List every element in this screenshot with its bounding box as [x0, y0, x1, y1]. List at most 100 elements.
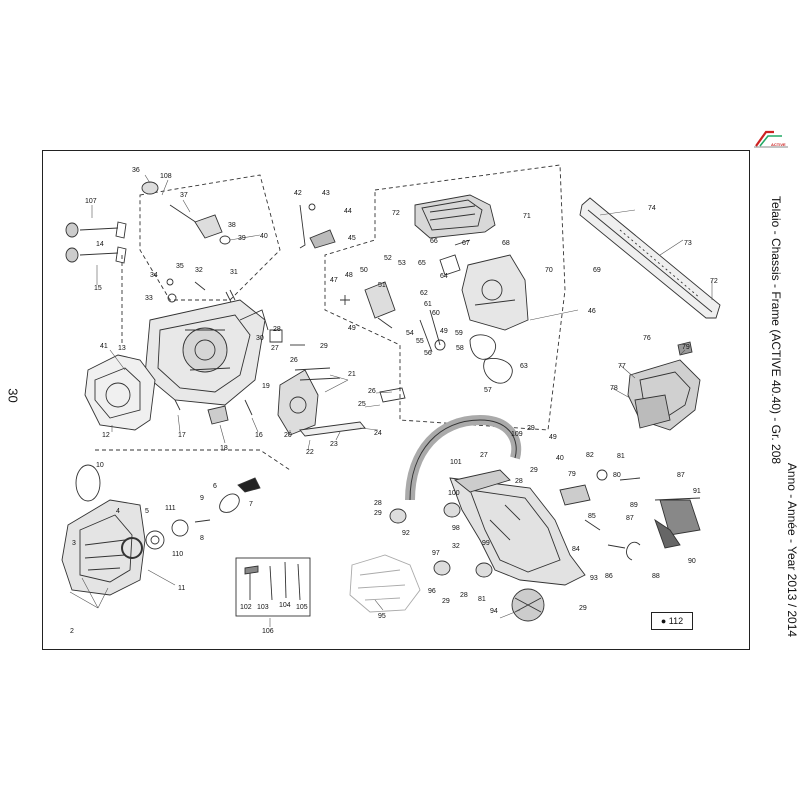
callout-labels: 36 108 37 38 39 40 107 14 15 34 35 32 31… [70, 167, 718, 635]
callout-2: 3 [72, 540, 76, 547]
callout-39b: 40 [556, 455, 564, 462]
callout-59: 60 [432, 310, 440, 317]
callout-32: 33 [145, 295, 153, 302]
callout-30: 31 [230, 269, 238, 276]
callout-102: 103 [257, 604, 269, 611]
callout-107: 108 [160, 173, 172, 180]
callout-109: 110 [172, 551, 183, 558]
callout-79b: 79 [568, 471, 576, 478]
callout-103: 104 [279, 602, 291, 609]
kit-label: 112 [668, 616, 684, 626]
callout-27: 28 [273, 326, 281, 333]
small-parts-15-17 [174, 329, 305, 425]
lower-frame-92 [449, 469, 586, 586]
callout-57: 58 [456, 345, 464, 352]
callout-24: 25 [358, 401, 366, 408]
callout-83: 84 [572, 546, 580, 553]
callout-16: 17 [178, 432, 186, 439]
callout-14: 15 [94, 285, 102, 292]
callout-61: 62 [420, 290, 428, 297]
callout-28d: 29 [374, 510, 382, 517]
callout-25: 26 [368, 388, 376, 395]
fan-housing-10 [61, 464, 146, 596]
clutch-cover-19 [277, 367, 406, 437]
callout-4: 5 [145, 508, 149, 515]
callout-48c: 49 [549, 434, 557, 441]
callout-12: 13 [118, 345, 126, 352]
av-mounts [389, 502, 493, 578]
leader-lines [69, 174, 713, 627]
callout-27d: 28 [460, 592, 468, 599]
callout-36: 37 [180, 192, 188, 199]
handle-housing-45 [461, 254, 529, 331]
callout-38: 39 [238, 235, 246, 242]
kit-box: ● 112 [651, 612, 693, 630]
callout-10: 11 [178, 585, 185, 592]
brand-logo [754, 130, 788, 148]
callout-85: 86 [605, 573, 613, 580]
callout-58: 59 [455, 330, 463, 337]
callout-84: 85 [588, 513, 596, 520]
callout-100: 101 [450, 459, 462, 466]
callout-22: 23 [330, 441, 338, 448]
callout-104: 105 [296, 604, 308, 611]
callout-81b: 81 [478, 596, 486, 603]
callout-7: 8 [200, 535, 204, 542]
callout-25a: 26 [290, 357, 298, 364]
callout-55: 56 [424, 350, 432, 357]
callout-48b: 49 [440, 328, 448, 335]
callout-56: 57 [484, 387, 492, 394]
callout-1: 2 [70, 628, 74, 635]
callout-62: 63 [520, 363, 528, 370]
callout-64: 65 [418, 260, 426, 267]
callout-8: 9 [200, 495, 204, 502]
callout-95: 96 [428, 588, 436, 595]
callout-40: 41 [100, 343, 108, 350]
callout-15: 16 [255, 432, 263, 439]
callout-93: 94 [490, 608, 498, 615]
callout-70: 71 [523, 213, 531, 220]
callout-87: 88 [652, 573, 660, 580]
callout-76: 76 [643, 335, 651, 342]
callout-47: 48 [345, 272, 353, 279]
callout-110: 111 [165, 505, 176, 512]
starter-cover-11 [84, 354, 156, 431]
callout-54: 55 [416, 338, 424, 345]
callout-46: 47 [330, 277, 338, 284]
callout-28e: 29 [579, 605, 587, 612]
callout-63: 64 [440, 273, 448, 280]
callout-81: 81 [617, 453, 625, 460]
callout-91: 92 [402, 530, 410, 537]
callout-26b: 27 [480, 452, 488, 459]
callout-31b: 32 [452, 543, 460, 550]
callout-35: 36 [132, 167, 140, 174]
callout-45: 46 [588, 308, 596, 315]
callout-17: 18 [220, 445, 228, 452]
callout-49: 50 [360, 267, 368, 274]
callout-28: 29 [320, 343, 328, 350]
callout-72: 72 [710, 278, 718, 285]
callout-79: 79 [682, 344, 690, 351]
callout-19: 20 [284, 432, 292, 439]
callout-27b: 28 [515, 478, 523, 485]
callout-89: 90 [688, 558, 696, 565]
callout-60: 61 [424, 301, 432, 308]
callout-66: 67 [462, 240, 470, 247]
callout-13: 14 [96, 241, 104, 248]
callout-6: 7 [249, 501, 253, 508]
callout-20: 21 [348, 371, 356, 378]
callout-53: 54 [406, 330, 414, 337]
callout-67: 68 [502, 240, 510, 247]
callout-42: 43 [322, 190, 330, 197]
callout-80: 80 [613, 472, 621, 479]
trigger-parts [340, 239, 513, 384]
front-handle-100 [405, 414, 522, 501]
callout-21: 22 [306, 449, 314, 456]
callout-37: 38 [228, 222, 236, 229]
callout-77: 77 [618, 363, 626, 370]
oil-pump-parts [559, 469, 701, 561]
callout-74: 74 [648, 205, 656, 212]
throttle-linkage [299, 203, 336, 249]
